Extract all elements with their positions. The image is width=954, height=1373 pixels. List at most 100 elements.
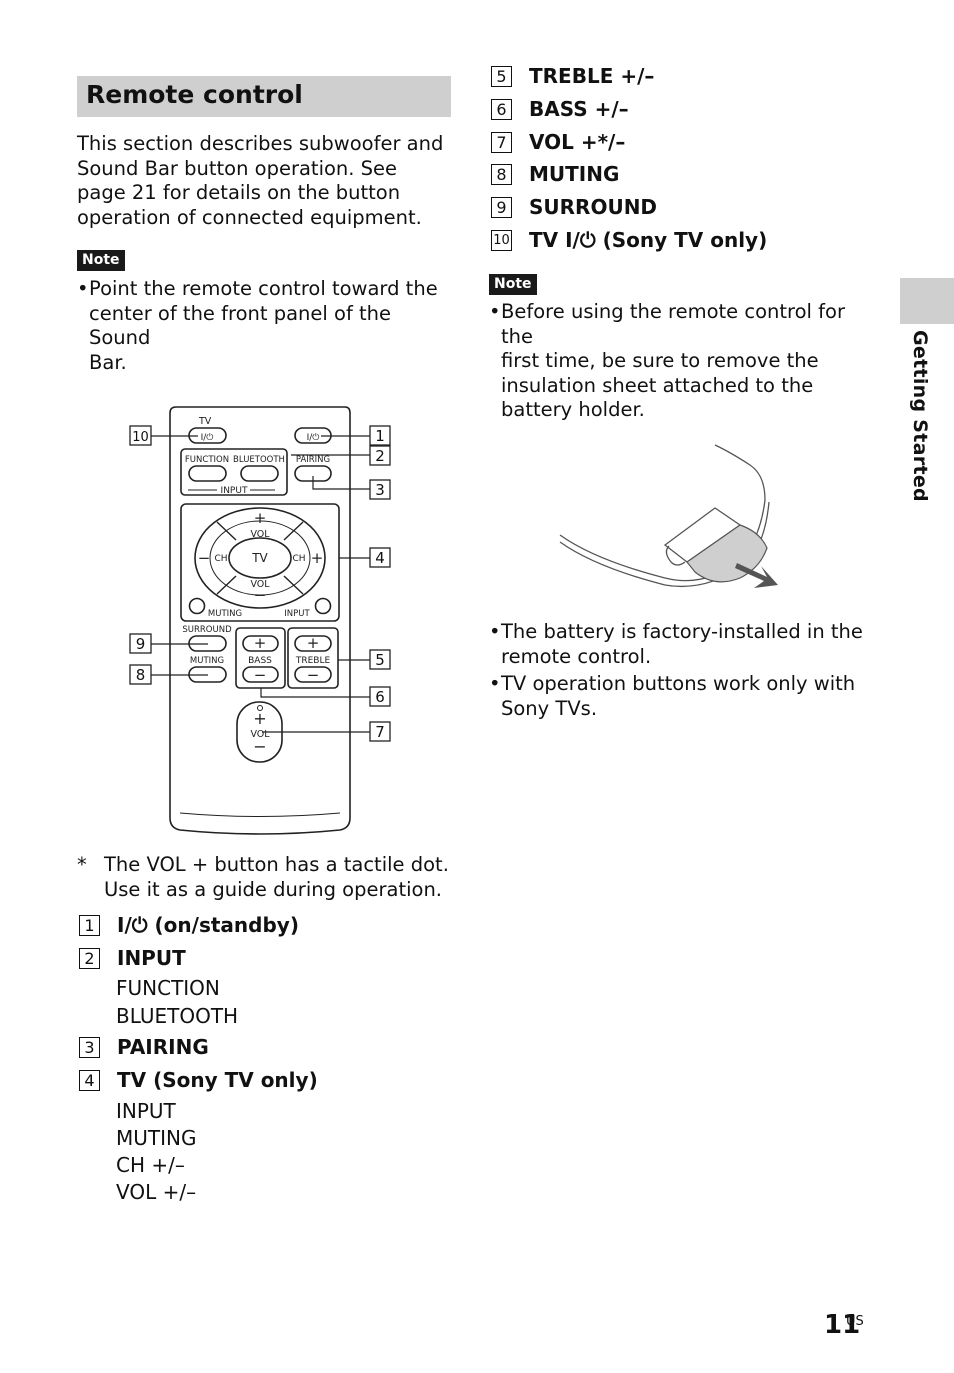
note-bullet: • TV operation buttons work only with So…	[489, 672, 869, 722]
note-badge: Note	[489, 274, 537, 295]
remote-label-dpad-plus: +	[254, 509, 267, 527]
bluetooth-button	[240, 465, 279, 482]
item-number: 8	[491, 164, 512, 185]
intro-line: page 21 for details on the button	[77, 181, 401, 204]
bullet-dot: •	[489, 300, 501, 323]
item-label: MUTING	[529, 162, 620, 186]
note-line: Point the remote control toward the	[89, 277, 438, 300]
remote-label-vol-minus: −	[253, 737, 266, 756]
remote-label-treble: TREBLE	[295, 656, 331, 666]
callout-10: 10	[132, 430, 149, 445]
footnote-text: The VOL + button has a tactile dot. Use …	[104, 853, 449, 902]
remote-label-vol-top: VOL	[250, 529, 270, 540]
callout-8: 8	[136, 666, 146, 684]
item-number: 5	[491, 66, 512, 87]
page-number: 11	[824, 1310, 861, 1340]
note-badge: Note	[77, 250, 125, 271]
callout-6: 6	[375, 688, 385, 706]
muting-circle-button	[188, 597, 206, 615]
page-suffix: US	[846, 1314, 864, 1329]
bass-plus-button	[242, 635, 279, 652]
section-title: Remote control	[86, 80, 303, 109]
intro-text: This section describes subwoofer and Sou…	[77, 132, 443, 230]
note-line: Bar.	[89, 350, 127, 374]
remote-label-ch-right: CH	[292, 554, 305, 564]
callout-7: 7	[375, 723, 385, 741]
item-sub: MUTING	[116, 1126, 197, 1150]
remote-label-bass-plus: +	[254, 634, 267, 652]
remote-label-surround: SURROUND	[182, 625, 232, 635]
side-tab-marker	[900, 278, 954, 324]
item-label: TV I/⏻ (Sony TV only)	[529, 228, 768, 252]
remote-label-bluetooth: BLUETOOTH	[233, 455, 285, 465]
remote-label-tv: TV	[198, 416, 212, 427]
callout-3: 3	[375, 481, 385, 499]
item-number: 9	[491, 197, 512, 218]
remote-label-function: FUNCTION	[185, 455, 229, 465]
item-number: 10	[491, 230, 512, 251]
callout-5: 5	[375, 651, 385, 669]
remote-label-muting-small: MUTING	[208, 609, 242, 619]
item-sub: VOL +/–	[116, 1180, 197, 1204]
item-number: 6	[491, 99, 512, 120]
remote-label-vol-plus: +	[253, 709, 266, 728]
intro-line: Sound Bar button operation. See	[77, 156, 398, 180]
remote-label-pairing: PAIRING	[296, 455, 330, 465]
callout-9: 9	[136, 635, 146, 653]
item-label: BASS +/–	[529, 97, 629, 121]
input-circle-button	[314, 597, 332, 615]
remote-label-bass: BASS	[248, 656, 272, 666]
item-number: 2	[79, 948, 100, 969]
remote-label-tv-power: I/⏻	[201, 432, 214, 443]
note-line: first time, be sure to remove the	[501, 349, 819, 372]
remote-label-dpad-minus: −	[254, 586, 267, 604]
treble-frame	[287, 627, 339, 689]
item-number: 7	[491, 132, 512, 153]
remote-label-ch-minus: −	[198, 549, 211, 567]
function-button	[188, 465, 227, 482]
item-sub: INPUT	[116, 1099, 176, 1123]
remote-label-bass-minus: −	[254, 666, 267, 684]
item-number: 4	[79, 1070, 100, 1091]
tv-center-button	[228, 537, 292, 579]
section-heading-bar	[77, 76, 451, 117]
item-label: TREBLE +/–	[529, 64, 655, 88]
note-line: The battery is factory-installed in the	[501, 620, 863, 643]
bass-minus-button	[242, 666, 279, 683]
note-bullet: • Point the remote control toward the ce…	[77, 277, 457, 374]
remote-label-tv-center: TV	[251, 551, 268, 565]
footnote-line: The VOL + button has a tactile dot.	[104, 853, 449, 876]
remote-body	[169, 406, 351, 835]
remote-label-treble-plus: +	[307, 634, 320, 652]
item-label: TV (Sony TV only)	[117, 1068, 318, 1092]
remote-label-input: INPUT	[284, 609, 310, 619]
note-bullet: • Before using the remote control for th…	[489, 300, 869, 421]
note-line: TV operation buttons work only with	[501, 672, 856, 695]
treble-minus-button	[294, 666, 332, 683]
note-line: Before using the remote control for the	[501, 300, 845, 348]
intro-line: This section describes subwoofer and	[77, 132, 444, 155]
item-sub: CH +/–	[116, 1153, 185, 1177]
note-line: battery holder.	[501, 398, 645, 421]
note-line: remote control.	[501, 644, 652, 668]
remote-label-treble-minus: −	[307, 666, 320, 684]
footnote-mark: *	[77, 853, 87, 876]
tv-control-frame	[180, 503, 340, 622]
item-label: PAIRING	[117, 1035, 209, 1059]
bullet-dot: •	[489, 620, 501, 643]
footnote-line: Use it as a guide during operation.	[104, 877, 443, 901]
side-tab-label: Getting Started	[909, 330, 931, 502]
remote-label-power: I/⏻	[307, 432, 320, 443]
item-number: 1	[79, 915, 100, 936]
bullet-dot: •	[77, 277, 89, 300]
item-sub: BLUETOOTH	[116, 1004, 239, 1028]
note-line: center of the front panel of the Sound	[89, 301, 392, 350]
remote-label-vol-bottom: VOL	[250, 579, 270, 590]
item-sub: FUNCTION	[116, 976, 220, 1000]
intro-line: operation of connected equipment.	[77, 205, 422, 229]
remote-label-input-group: INPUT	[221, 486, 248, 496]
remote-label-vol-rocker: VOL	[250, 729, 270, 740]
item-label: SURROUND	[529, 195, 658, 219]
callout-4: 4	[375, 549, 385, 567]
